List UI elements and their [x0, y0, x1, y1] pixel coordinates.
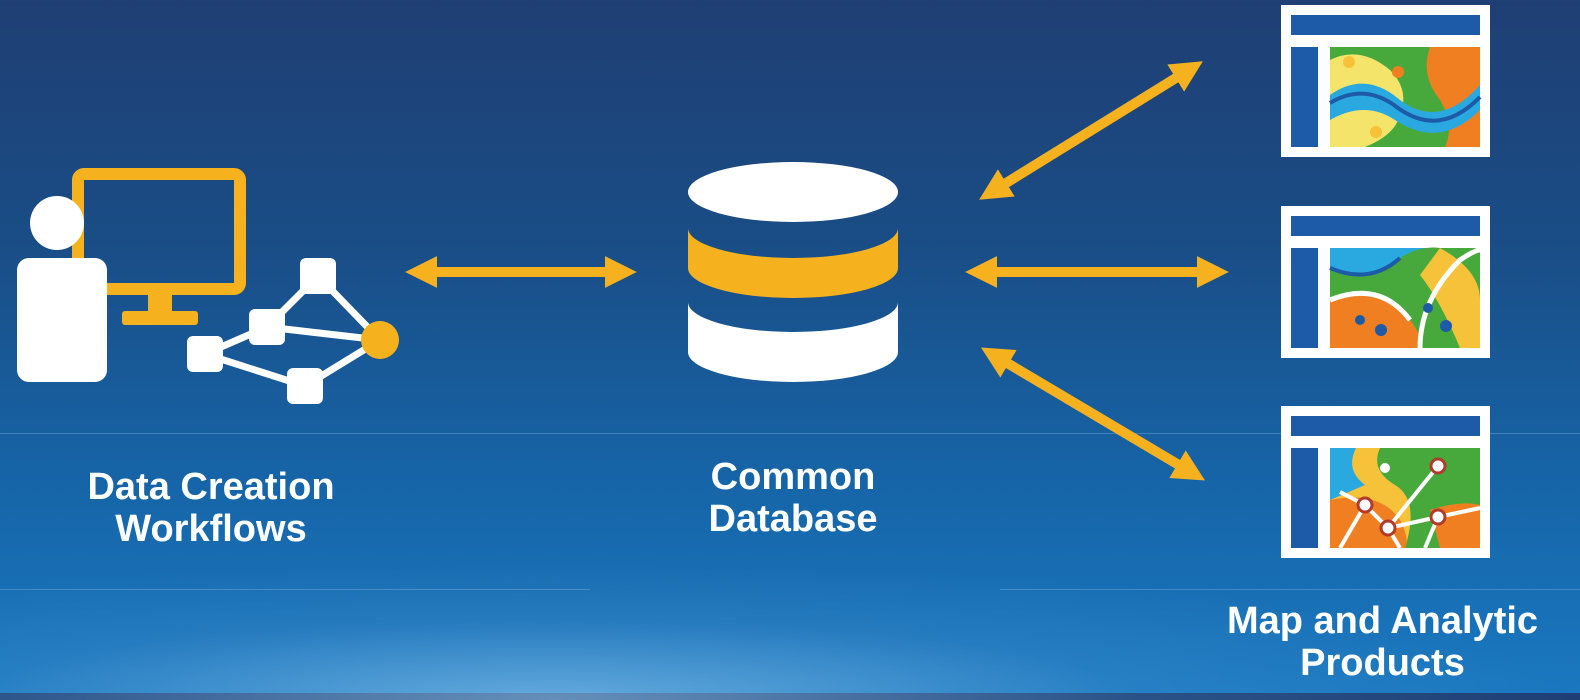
- horizon-glow: [0, 560, 1580, 700]
- label-line: Common: [710, 456, 876, 498]
- arrow-database-product-top: [979, 61, 1203, 200]
- divider-line-lower-left: [0, 589, 590, 590]
- database-icon: [688, 162, 898, 382]
- arrow-database-product-bottom: [980, 347, 1206, 481]
- map-product-icon: [1281, 406, 1490, 558]
- map-product-icon: [1281, 206, 1490, 358]
- arrows: [405, 61, 1229, 481]
- node-label-common-database: Common Database: [643, 456, 943, 540]
- label-line: Database: [708, 498, 878, 540]
- divider-line-lower-right: [1000, 589, 1580, 590]
- divider-line-upper: [0, 433, 1580, 434]
- person-icon: [17, 196, 107, 382]
- map-product-icon: [1281, 5, 1490, 157]
- network-graph-icon: [187, 258, 399, 404]
- label-line: Workflows: [115, 508, 307, 550]
- workstation-network-icon: [17, 168, 399, 404]
- node-label-map-analytic-products: Map and Analytic Products: [1185, 600, 1580, 684]
- label-line: Products: [1300, 642, 1465, 684]
- label-line: Map and Analytic: [1226, 600, 1539, 642]
- node-label-data-creation-workflows: Data Creation Workflows: [16, 466, 406, 550]
- label-line: Data Creation: [87, 466, 335, 508]
